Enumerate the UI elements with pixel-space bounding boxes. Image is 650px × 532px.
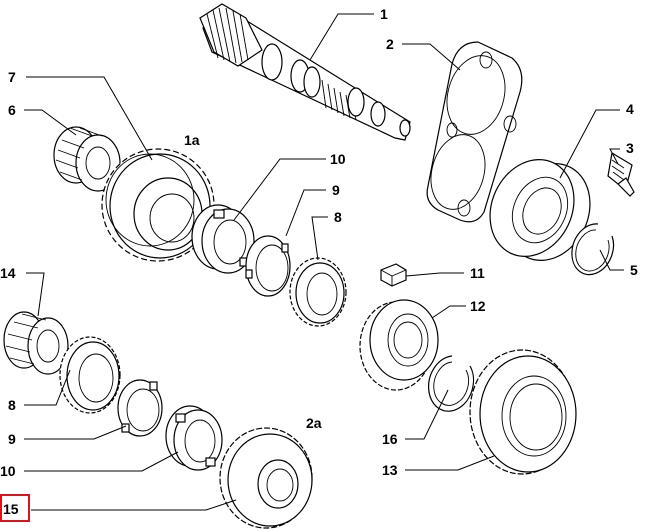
callout-7: 7 [8,69,16,85]
snap-ring-part[interactable] [428,355,475,412]
toothed-ring-part-top[interactable] [289,257,347,327]
callout-1: 1 [380,6,388,22]
circlip-part[interactable] [571,223,615,276]
shaft-part[interactable] [199,3,411,141]
callout-8-bottom: 8 [8,397,16,413]
key-part[interactable] [380,263,407,287]
bearing-part[interactable] [475,146,606,274]
callout-2: 2 [386,36,394,52]
callout-labels: 1 2 3 4 5 6 7 1a 10 9 8 11 12 14 8 9 10 … [0,6,638,522]
callout-15-highlight-box [0,494,30,522]
plate-part[interactable] [423,41,523,223]
roller-cage-part-top[interactable] [53,126,121,192]
callout-4: 4 [626,101,634,117]
callout-14: 14 [0,265,16,281]
callout-5: 5 [630,262,638,278]
leader-lines [24,13,624,511]
toothed-ring-part-bottom[interactable] [59,336,121,414]
callout-16: 16 [382,431,398,447]
roller-cage-part-bottom[interactable] [3,311,69,375]
screw-part[interactable] [607,152,635,197]
callout-11: 11 [470,265,485,281]
gear-part-top[interactable] [101,148,215,262]
synchro-ring-part-top[interactable] [191,204,255,274]
callout-6: 6 [8,102,16,118]
ring-part-bottom[interactable] [117,379,163,437]
callout-15: 15 [3,501,19,517]
gear-part-bottom[interactable] [219,427,313,529]
callout-3: 3 [626,140,634,156]
callout-10-top: 10 [330,151,346,167]
gear-part-13[interactable] [469,349,577,475]
callout-2a: 2a [306,415,322,431]
callout-8-top: 8 [334,209,342,225]
synchro-ring-part-bottom[interactable] [165,405,223,471]
callout-9-bottom: 9 [8,431,16,447]
callout-1a: 1a [184,132,200,148]
callout-9-top: 9 [332,182,340,198]
ring-part-top[interactable] [245,235,291,297]
callout-10-bottom: 10 [0,463,16,479]
callout-13: 13 [382,462,398,478]
callout-12: 12 [470,298,486,314]
hub-part[interactable] [359,299,439,391]
